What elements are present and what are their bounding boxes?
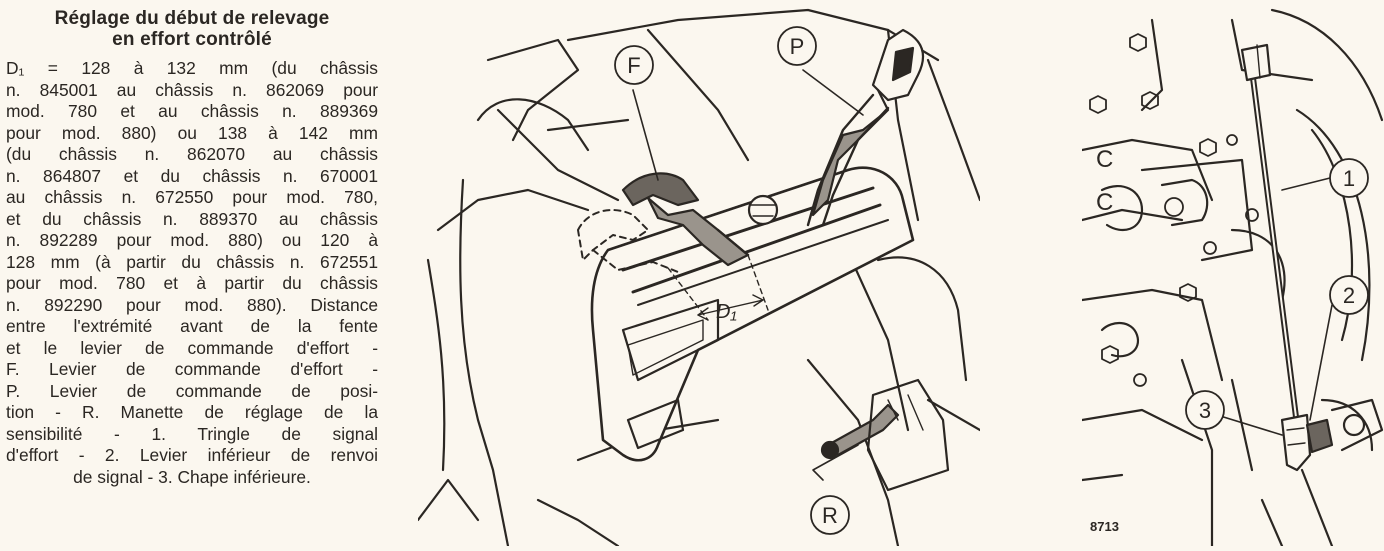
callout-1: 1 bbox=[1329, 158, 1369, 198]
sensitivity-handle bbox=[826, 403, 900, 457]
callout-1-label: 1 bbox=[1343, 166, 1355, 191]
caption-body: D₁ = 128 à 132 mm (du châssis n. 845001 … bbox=[6, 58, 378, 488]
lever-illustration: D₁ F P R bbox=[416, 0, 982, 548]
caption-line: n. 892290 pour mod. 880). Distance bbox=[6, 294, 378, 315]
caption-line: n. 845001 au châssis n. 862069 pour bbox=[6, 79, 378, 100]
caption-line: P. Levier de commande de posi- bbox=[6, 380, 378, 401]
callout-2: 2 bbox=[1329, 275, 1369, 315]
section-heading: Réglage du début de relevage en effort c… bbox=[6, 8, 378, 50]
caption-line: sensibilité - 1. Tringle de signal bbox=[6, 423, 378, 444]
caption-line: et le levier de commande d'effort - bbox=[6, 337, 378, 358]
effort-signal-rod bbox=[1240, 43, 1300, 428]
caption-line: (du châssis n. 862070 au châssis bbox=[6, 144, 378, 164]
letter-c-top: C bbox=[1096, 146, 1113, 173]
callout-f: F bbox=[614, 45, 654, 85]
caption-line: au châssis n. 672550 pour mod. 780, bbox=[6, 187, 378, 207]
dimension-d1-label: D₁ bbox=[716, 301, 737, 323]
caption-line: n. 892289 pour mod. 880) ou 120 à bbox=[6, 230, 378, 250]
caption-line: tion - R. Manette de réglage de la bbox=[6, 402, 378, 422]
callout-p: P bbox=[777, 26, 817, 66]
caption-line: d'effort - 2. Levier inférieur de renvoi bbox=[6, 445, 378, 465]
caption-line: mod. 780 et au châssis n. 889369 bbox=[6, 101, 378, 121]
caption-line: pour mod. 780 et à partir du châssis bbox=[6, 273, 378, 293]
signal-rod-illustration: C C 1 2 bbox=[1080, 0, 1384, 548]
lower-relay-lever bbox=[1305, 398, 1384, 454]
callout-p-label: P bbox=[790, 34, 805, 59]
caption-line: F. Levier de commande d'effort - bbox=[6, 359, 378, 379]
callout-r: R bbox=[810, 495, 850, 535]
caption-column: Réglage du début de relevage en effort c… bbox=[6, 8, 378, 488]
lever-housing bbox=[590, 166, 915, 462]
heading-line-2: en effort contrôlé bbox=[112, 29, 272, 50]
callout-f-label: F bbox=[627, 53, 640, 78]
effort-lever bbox=[621, 172, 700, 207]
bolt-heads bbox=[1089, 33, 1259, 387]
lower-clevis bbox=[1280, 413, 1312, 472]
caption-line: entre l'extrémité avant de la fente bbox=[6, 316, 378, 336]
adjusting-nut bbox=[747, 194, 779, 226]
caption-line: et du châssis n. 889370 au châssis bbox=[6, 208, 378, 229]
caption-line: n. 864807 et du châssis n. 670001 bbox=[6, 165, 378, 186]
heading-line-1: Réglage du début de relevage bbox=[54, 8, 330, 29]
caption-line: 128 mm (à partir du châssis n. 672551 bbox=[6, 251, 378, 272]
callout-3-label: 3 bbox=[1199, 398, 1211, 423]
panel-outline bbox=[486, 38, 580, 142]
caption-line: de signal - 3. Chape inférieure. bbox=[73, 466, 311, 487]
caption-line: pour mod. 880) ou 138 à 142 mm bbox=[6, 122, 378, 143]
callout-3: 3 bbox=[1185, 390, 1225, 430]
caption-line: D₁ = 128 à 132 mm (du châssis bbox=[6, 58, 378, 78]
callout-2-label: 2 bbox=[1343, 283, 1355, 308]
callout-r-label: R bbox=[822, 503, 838, 528]
letter-c-bottom: C bbox=[1096, 189, 1113, 216]
figure-number: 8713 bbox=[1090, 519, 1119, 534]
